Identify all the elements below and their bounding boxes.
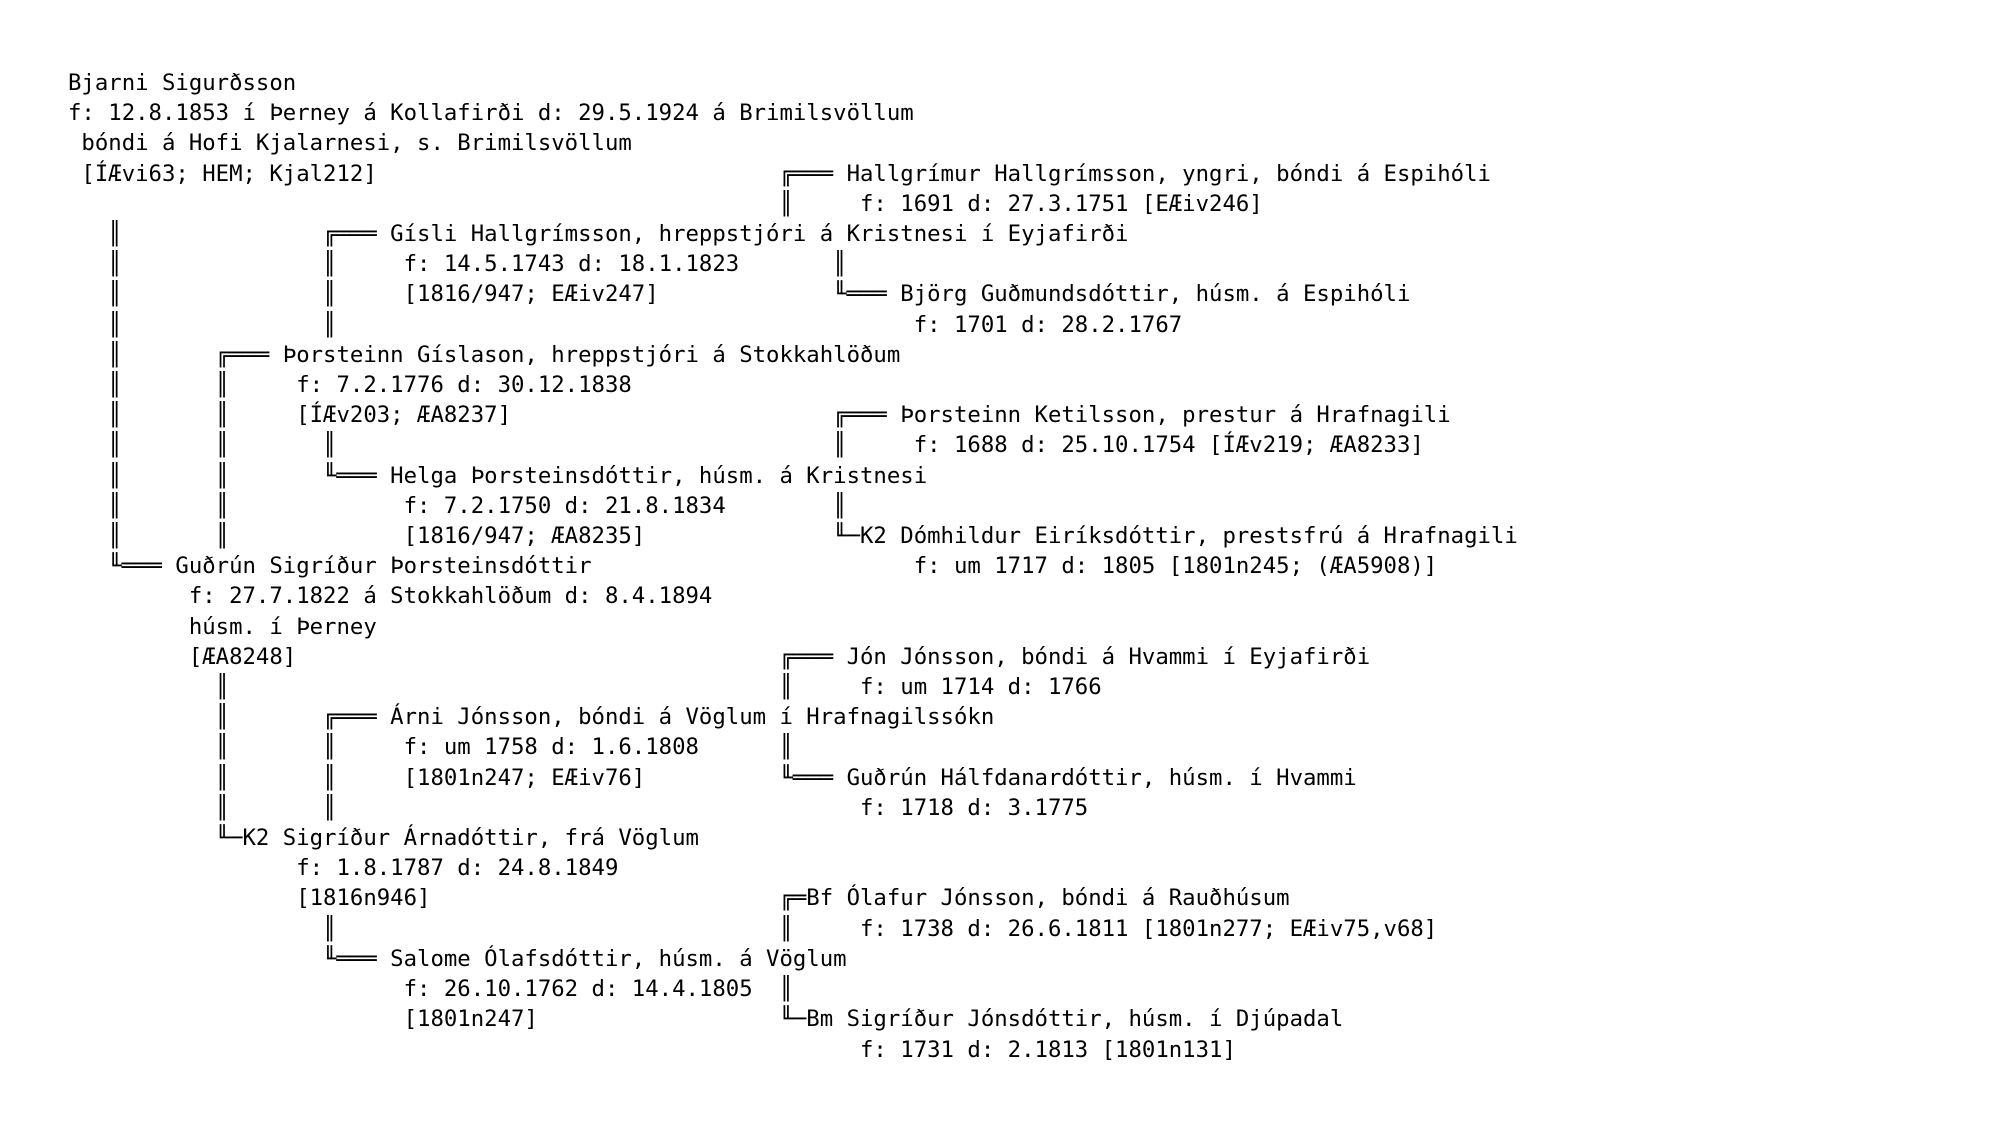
tree-line: Bjarni Sigurðsson [68, 70, 297, 96]
tree-line: [ÍÆvi63; HEM; Kjal212] ╔═══ Hallgrímur H… [68, 160, 1491, 187]
tree-line: ║ ║ ║ ║ f: 1688 d: 25.10.1754 [ÍÆv219; Æ… [68, 432, 1424, 459]
tree-line: ╙═══ Guðrún Sigríður Þorsteinsdóttir f: … [68, 553, 1438, 580]
tree-line: ║ ║ [1801n247; EÆiv76] ╙═══ Guðrún Hálfd… [68, 764, 1357, 791]
tree-line: húsm. í Þerney [68, 613, 377, 640]
genealogy-document: Bjarni Sigurðsson f: 12.8.1853 í Þerney á… [68, 68, 1518, 1065]
tree-line: f: 27.7.1822 á Stokkahlöðum d: 8.4.1894 [68, 583, 713, 610]
tree-line: ╙─K2 Sigríður Árnadóttir, frá Vöglum [68, 825, 699, 852]
tree-line: [ÆA8248] ╔═══ Jón Jónsson, bóndi á Hvamm… [68, 643, 1371, 670]
tree-line: ║ ║ f: 1718 d: 3.1775 [68, 794, 1089, 821]
tree-line: ║ ║ [1816/947; ÆA8235] ╙─K2 Dómhildur Ei… [68, 523, 1518, 550]
tree-line: ║ ║ [ÍÆv203; ÆA8237] ╔═══ Þorsteinn Keti… [68, 402, 1451, 429]
tree-line: f: 1731 d: 2.1813 [1801n131] [68, 1036, 1236, 1063]
tree-line: ║ ║ f: 1701 d: 28.2.1767 [68, 311, 1183, 338]
tree-line: ╙═══ Salome Ólafsdóttir, húsm. á Vöglum [68, 945, 847, 972]
tree-line: ║ ║ f: um 1758 d: 1.6.1808 ║ [68, 734, 793, 761]
tree-line: [1801n247] ╙─Bm Sigríður Jónsdóttir, hús… [68, 1006, 1344, 1033]
tree-line: ║ ║ f: 1738 d: 26.6.1811 [1801n277; EÆiv… [68, 915, 1438, 942]
ancestor-tree: Bjarni Sigurðsson f: 12.8.1853 í Þerney á… [68, 68, 1518, 1065]
tree-line: ║ ╔═══ Þorsteinn Gíslason, hreppstjóri á… [68, 341, 901, 368]
tree-line: ║ ║ [1816/947; EÆiv247] ╙═══ Björg Guðmu… [68, 281, 1411, 308]
tree-line: ║ ╔═══ Árni Jónsson, bóndi á Vöglum í Hr… [68, 704, 995, 731]
tree-line: ║ ║ ╙═══ Helga Þorsteinsdóttir, húsm. á … [68, 462, 928, 489]
tree-line: f: 26.10.1762 d: 14.4.1805 ║ [68, 976, 793, 1003]
tree-line: ║ ║ f: 7.2.1750 d: 21.8.1834 ║ [68, 492, 847, 519]
tree-line: ║ ║ f: 14.5.1743 d: 18.1.1823 ║ [68, 251, 847, 278]
tree-line: bóndi á Hofi Kjalarnesi, s. Brimilsvöllu… [68, 130, 632, 157]
tree-line: ║ f: 1691 d: 27.3.1751 [EÆiv246] [68, 190, 1263, 217]
tree-line: ║ ║ f: um 1714 d: 1766 [68, 674, 1102, 701]
tree-line: f: 12.8.1853 í Þerney á Kollafirði d: 29… [68, 100, 914, 127]
tree-line: ║ ╔═══ Gísli Hallgrímsson, hreppstjóri á… [68, 221, 1129, 248]
tree-line: [1816n946] ╔═Bf Ólafur Jónsson, bóndi á … [68, 885, 1290, 912]
tree-line: ║ ║ f: 7.2.1776 d: 30.12.1838 [68, 372, 632, 399]
tree-line: f: 1.8.1787 d: 24.8.1849 [68, 855, 619, 882]
